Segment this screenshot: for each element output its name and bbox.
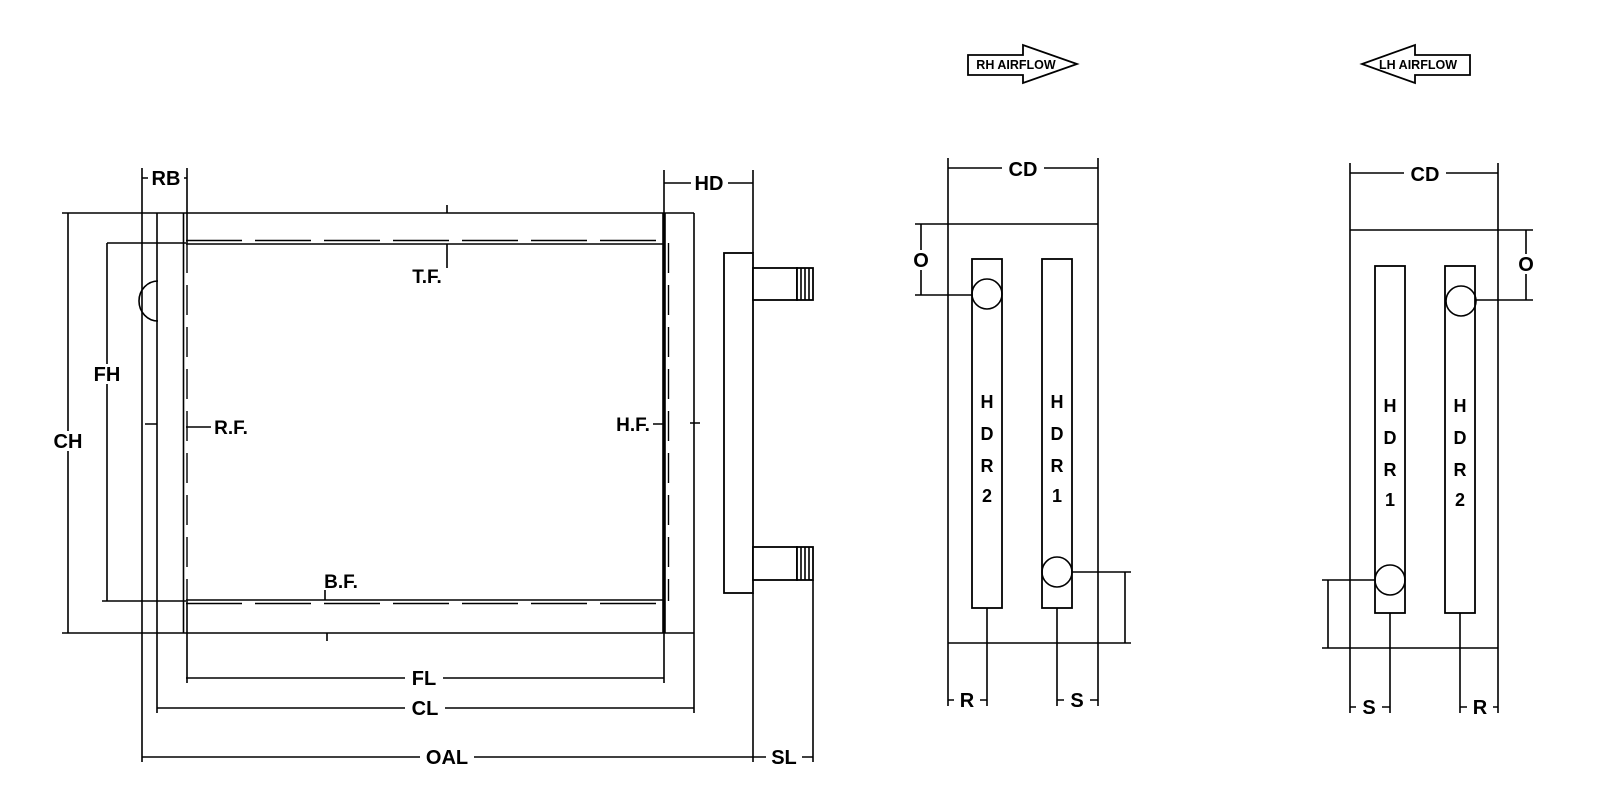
- rh-hdr2-letter: H: [981, 392, 994, 412]
- rh-airflow-label: RH AIRFLOW: [976, 58, 1056, 72]
- rh-hdr2-letter: 2: [982, 486, 992, 506]
- sl-label-bg: [766, 747, 802, 767]
- hd-label-bg: [691, 174, 728, 192]
- rh-header-2-tube: [971, 258, 1003, 609]
- lh-section-lines: [1322, 163, 1533, 713]
- dim-label-sl: SL: [771, 747, 797, 769]
- rh-hdr2-letter: R: [981, 456, 994, 476]
- rh-dim-label-o: O: [913, 250, 929, 272]
- dim-label-fl: FL: [412, 668, 436, 690]
- lh-hdr1-letter: D: [1384, 428, 1397, 448]
- return-bend-arc: [138, 280, 159, 322]
- lh-dim-label-cd: CD: [1411, 164, 1440, 186]
- lh-hdr1-label: H D R 1: [1384, 396, 1397, 510]
- rh-hdr1-letter: H: [1051, 392, 1064, 412]
- lh-hdr2-letter: D: [1454, 428, 1467, 448]
- ch-label-bg: [51, 431, 85, 451]
- dim-label-oal: OAL: [426, 747, 468, 769]
- rh-section-view: CD O R S H D R 2 H D R 1: [909, 158, 1131, 712]
- lh-hdr1-letter: 1: [1385, 490, 1395, 510]
- lh-hdr2-label: H D R 2: [1454, 396, 1467, 510]
- fin-edge-hidden-lines: [186, 243, 670, 601]
- lh-header-2-tube: [1444, 265, 1476, 614]
- rh-dim-label-s: S: [1070, 690, 1083, 712]
- airflow-arrows: RH AIRFLOW LH AIRFLOW: [967, 43, 1471, 85]
- lh-hdr2-letter: R: [1454, 460, 1467, 480]
- rh-dim-label-r: R: [960, 690, 975, 712]
- lh-r-label-bg: [1467, 697, 1493, 717]
- dim-label-hd: HD: [695, 173, 724, 195]
- lh-dim-label-s: S: [1362, 697, 1375, 719]
- face-label-tf: T.F.: [412, 267, 442, 288]
- lh-dim-label-r: R: [1473, 697, 1488, 719]
- top-thread-lines: [800, 268, 810, 300]
- dim-label-cl: CL: [412, 698, 439, 720]
- rh-o-label-bg: [909, 250, 933, 270]
- lh-s-label-bg: [1356, 697, 1382, 717]
- rh-airflow-arrow-icon: [967, 43, 1080, 85]
- rh-hdr2-letter: D: [981, 424, 994, 444]
- lh-hdr2-letter: H: [1454, 396, 1467, 416]
- dim-label-rb: RB: [152, 168, 181, 190]
- bottom-thread-lines: [800, 547, 810, 580]
- dim-label-ch: CH: [54, 431, 83, 453]
- lh-section-view: CD O S R H D R 1 H D R 2: [1322, 163, 1538, 719]
- lh-header-1-tube: [1374, 265, 1406, 614]
- rh-return-connection-circle: [971, 278, 1003, 310]
- lh-o-label-bg: [1514, 254, 1538, 274]
- rh-supply-connection-circle: [1041, 556, 1073, 588]
- header-pipe: [723, 252, 754, 594]
- top-connection-stub: [752, 267, 798, 301]
- lh-hdr1-letter: R: [1384, 460, 1397, 480]
- rh-dim-label-cd: CD: [1009, 159, 1038, 181]
- dim-label-fh: FH: [94, 364, 121, 386]
- rh-hdr1-letter: D: [1051, 424, 1064, 444]
- cl-label-bg: [405, 698, 445, 718]
- rb-label-bg: [148, 169, 184, 188]
- bottom-connection-stub: [752, 546, 798, 581]
- lh-airflow-arrow-icon: [1359, 43, 1471, 85]
- lh-dim-label-o: O: [1518, 254, 1534, 276]
- rh-hdr1-label: H D R 1: [1051, 392, 1064, 506]
- rh-s-label-bg: [1064, 690, 1090, 710]
- rh-hdr1-letter: R: [1051, 456, 1064, 476]
- rh-hdr2-label: H D R 2: [981, 392, 994, 506]
- face-label-bf: B.F.: [324, 572, 358, 593]
- lh-supply-connection-circle: [1374, 564, 1406, 596]
- lh-hdr2-letter: 2: [1455, 490, 1465, 510]
- rh-r-label-bg: [954, 690, 980, 710]
- rh-header-1-tube: [1041, 258, 1073, 609]
- lh-return-connection-circle: [1445, 285, 1477, 317]
- lh-hdr1-letter: H: [1384, 396, 1397, 416]
- rh-section-lines: [915, 158, 1131, 706]
- fh-label-bg: [92, 364, 122, 384]
- face-label-rf: R.F.: [214, 418, 248, 439]
- rh-cd-label-bg: [1002, 159, 1044, 178]
- oal-label-bg: [420, 747, 474, 767]
- flange-hidden-lines: [186, 239, 664, 605]
- front-view: RB HD FH CH FL CL OAL SL T.F. B.F. R.F. …: [51, 168, 814, 769]
- face-label-hf: H.F.: [616, 415, 650, 436]
- lh-airflow-label: LH AIRFLOW: [1379, 58, 1457, 72]
- fl-label-bg: [405, 668, 443, 688]
- rh-hdr1-letter: 1: [1052, 486, 1062, 506]
- lh-cd-label-bg: [1404, 164, 1446, 183]
